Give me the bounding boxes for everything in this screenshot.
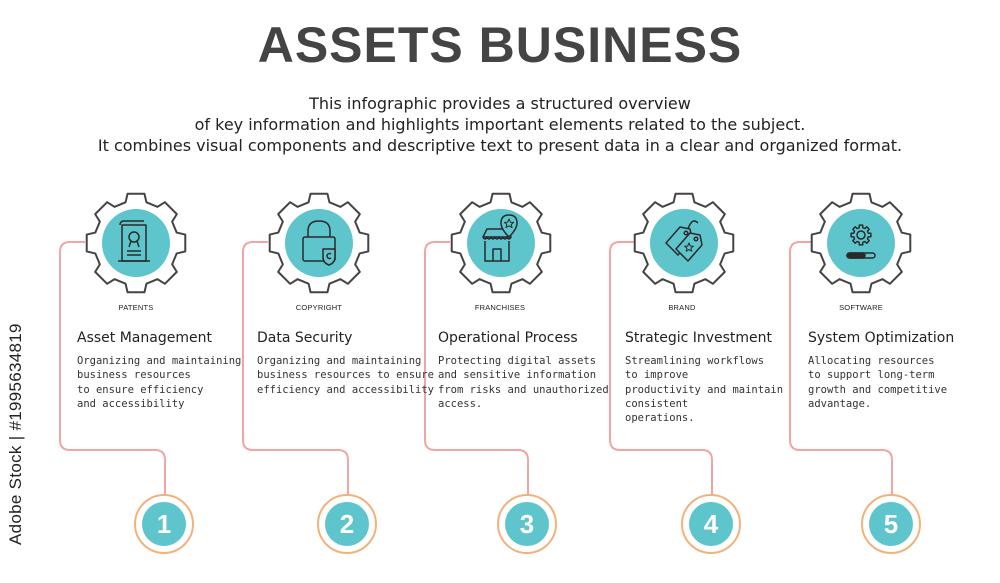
step-4-gear (632, 191, 736, 295)
subtitle-line-1: This infographic provides a structured o… (309, 94, 691, 113)
step-3-number-badge: 3 (497, 494, 557, 554)
step-5-category: SOFTWARE (839, 303, 883, 312)
subtitle-line-3: It combines visual components and descri… (97, 136, 903, 155)
step-2-number-badge: 2 (317, 494, 377, 554)
step-3-number: 3 (505, 502, 549, 546)
gear-icon (85, 192, 187, 294)
step-1-description: Organizing and maintaining business reso… (77, 355, 242, 410)
connector-line-1 (59, 241, 166, 495)
connector-line-3 (424, 241, 529, 495)
infographic-subtitle: This infographic provides a structured o… (0, 93, 1000, 156)
step-4-number-badge: 4 (681, 494, 741, 554)
connector-line-5 (789, 241, 893, 495)
step-1-number: 1 (142, 502, 186, 546)
step-4-number: 4 (689, 502, 733, 546)
step-5-description: Allocating resources to support long-ter… (808, 355, 948, 410)
step-4-title: Strategic Investment (625, 330, 773, 346)
copyright-lock-icon (302, 220, 336, 266)
step-3-title: Operational Process (438, 330, 578, 346)
step-2-description: Organizing and maintaining business reso… (257, 355, 435, 396)
step-4-category: BRAND (668, 303, 696, 312)
brand-tags-icon (665, 220, 703, 262)
subtitle-line-2: of key information and highlights import… (194, 115, 806, 134)
step-1-category: PATENTS (118, 303, 154, 312)
gear-icon (633, 192, 735, 294)
step-3-description: Protecting digital assets and sensitive … (438, 355, 609, 410)
software-gear-icon (846, 224, 876, 259)
gear-icon (450, 192, 552, 294)
gear-icon (268, 192, 370, 294)
step-2-number: 2 (325, 502, 369, 546)
connector-line-4 (609, 241, 713, 495)
patent-document-icon (118, 220, 150, 262)
step-1-title: Asset Management (77, 330, 212, 346)
step-1-number-badge: 1 (134, 494, 194, 554)
gear-icon (810, 192, 912, 294)
step-1-gear (84, 191, 188, 295)
step-5-number: 5 (869, 502, 913, 546)
connector-line-2 (242, 241, 349, 495)
step-5-gear (809, 191, 913, 295)
step-4-description: Streamlining workflows to improve produc… (625, 355, 784, 425)
step-5-title: System Optimization (808, 330, 955, 346)
step-5-number-badge: 5 (861, 494, 921, 554)
step-3-category: FRANCHISES (474, 303, 526, 312)
step-3-gear (449, 191, 553, 295)
infographic-title: ASSETS BUSINESS (257, 17, 743, 73)
step-2-category: COPYRIGHT (295, 303, 343, 312)
step-2-gear (267, 191, 371, 295)
step-2-title: Data Security (257, 330, 353, 346)
franchise-store-icon (482, 214, 518, 262)
watermark-text: Adobe Stock | #1995634819 (6, 323, 25, 545)
